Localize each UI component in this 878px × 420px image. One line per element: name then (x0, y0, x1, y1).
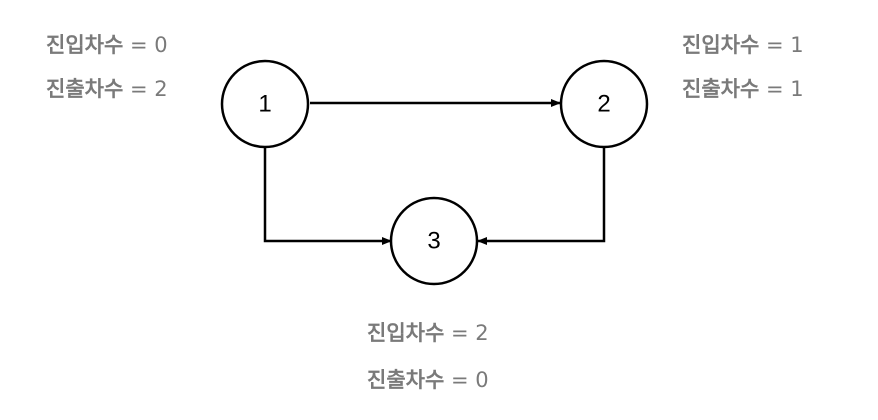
node-1-in-degree-value: = 0 (129, 33, 168, 57)
node-1-out-degree-label: 진출차수 = 2 (46, 79, 168, 100)
node-1-in-degree-key: 진입차수 (46, 33, 124, 57)
node-3-out-degree-value: = 0 (450, 368, 489, 392)
node-3-out-degree-key: 진출차수 (367, 368, 445, 392)
node-2-out-degree-key: 진출차수 (682, 77, 760, 101)
edge-1-3 (263, 147, 392, 245)
node-2-circle (559, 59, 649, 149)
node-1-in-degree-label: 진입차수 = 0 (46, 35, 168, 56)
node-3-out-degree-label: 진출차수 = 0 (367, 370, 489, 391)
node-2-out-degree-label: 진출차수 = 1 (682, 79, 804, 100)
node-3-in-degree-value: = 2 (450, 321, 489, 345)
node-2-out-degree-value: = 1 (765, 77, 804, 101)
node-3: 3 (389, 196, 479, 286)
node-1-out-degree-key: 진출차수 (46, 77, 124, 101)
node-1-out-degree-value: = 2 (129, 77, 168, 101)
node-3-circle (389, 196, 479, 286)
node-3-in-degree-label: 진입차수 = 2 (367, 323, 489, 344)
node-1-circle (220, 59, 310, 149)
node-2-in-degree-label: 진입차수 = 1 (682, 35, 804, 56)
node-2-label: 2 (597, 91, 610, 118)
node-2-in-degree-key: 진입차수 (682, 33, 760, 57)
node-1: 1 (220, 59, 310, 149)
node-2: 2 (559, 59, 649, 149)
node-3-label: 3 (427, 228, 440, 255)
node-2-in-degree-value: = 1 (765, 33, 804, 57)
node-1-label: 1 (258, 91, 271, 118)
edge-2-3 (477, 147, 606, 245)
node-3-in-degree-key: 진입차수 (367, 321, 445, 345)
